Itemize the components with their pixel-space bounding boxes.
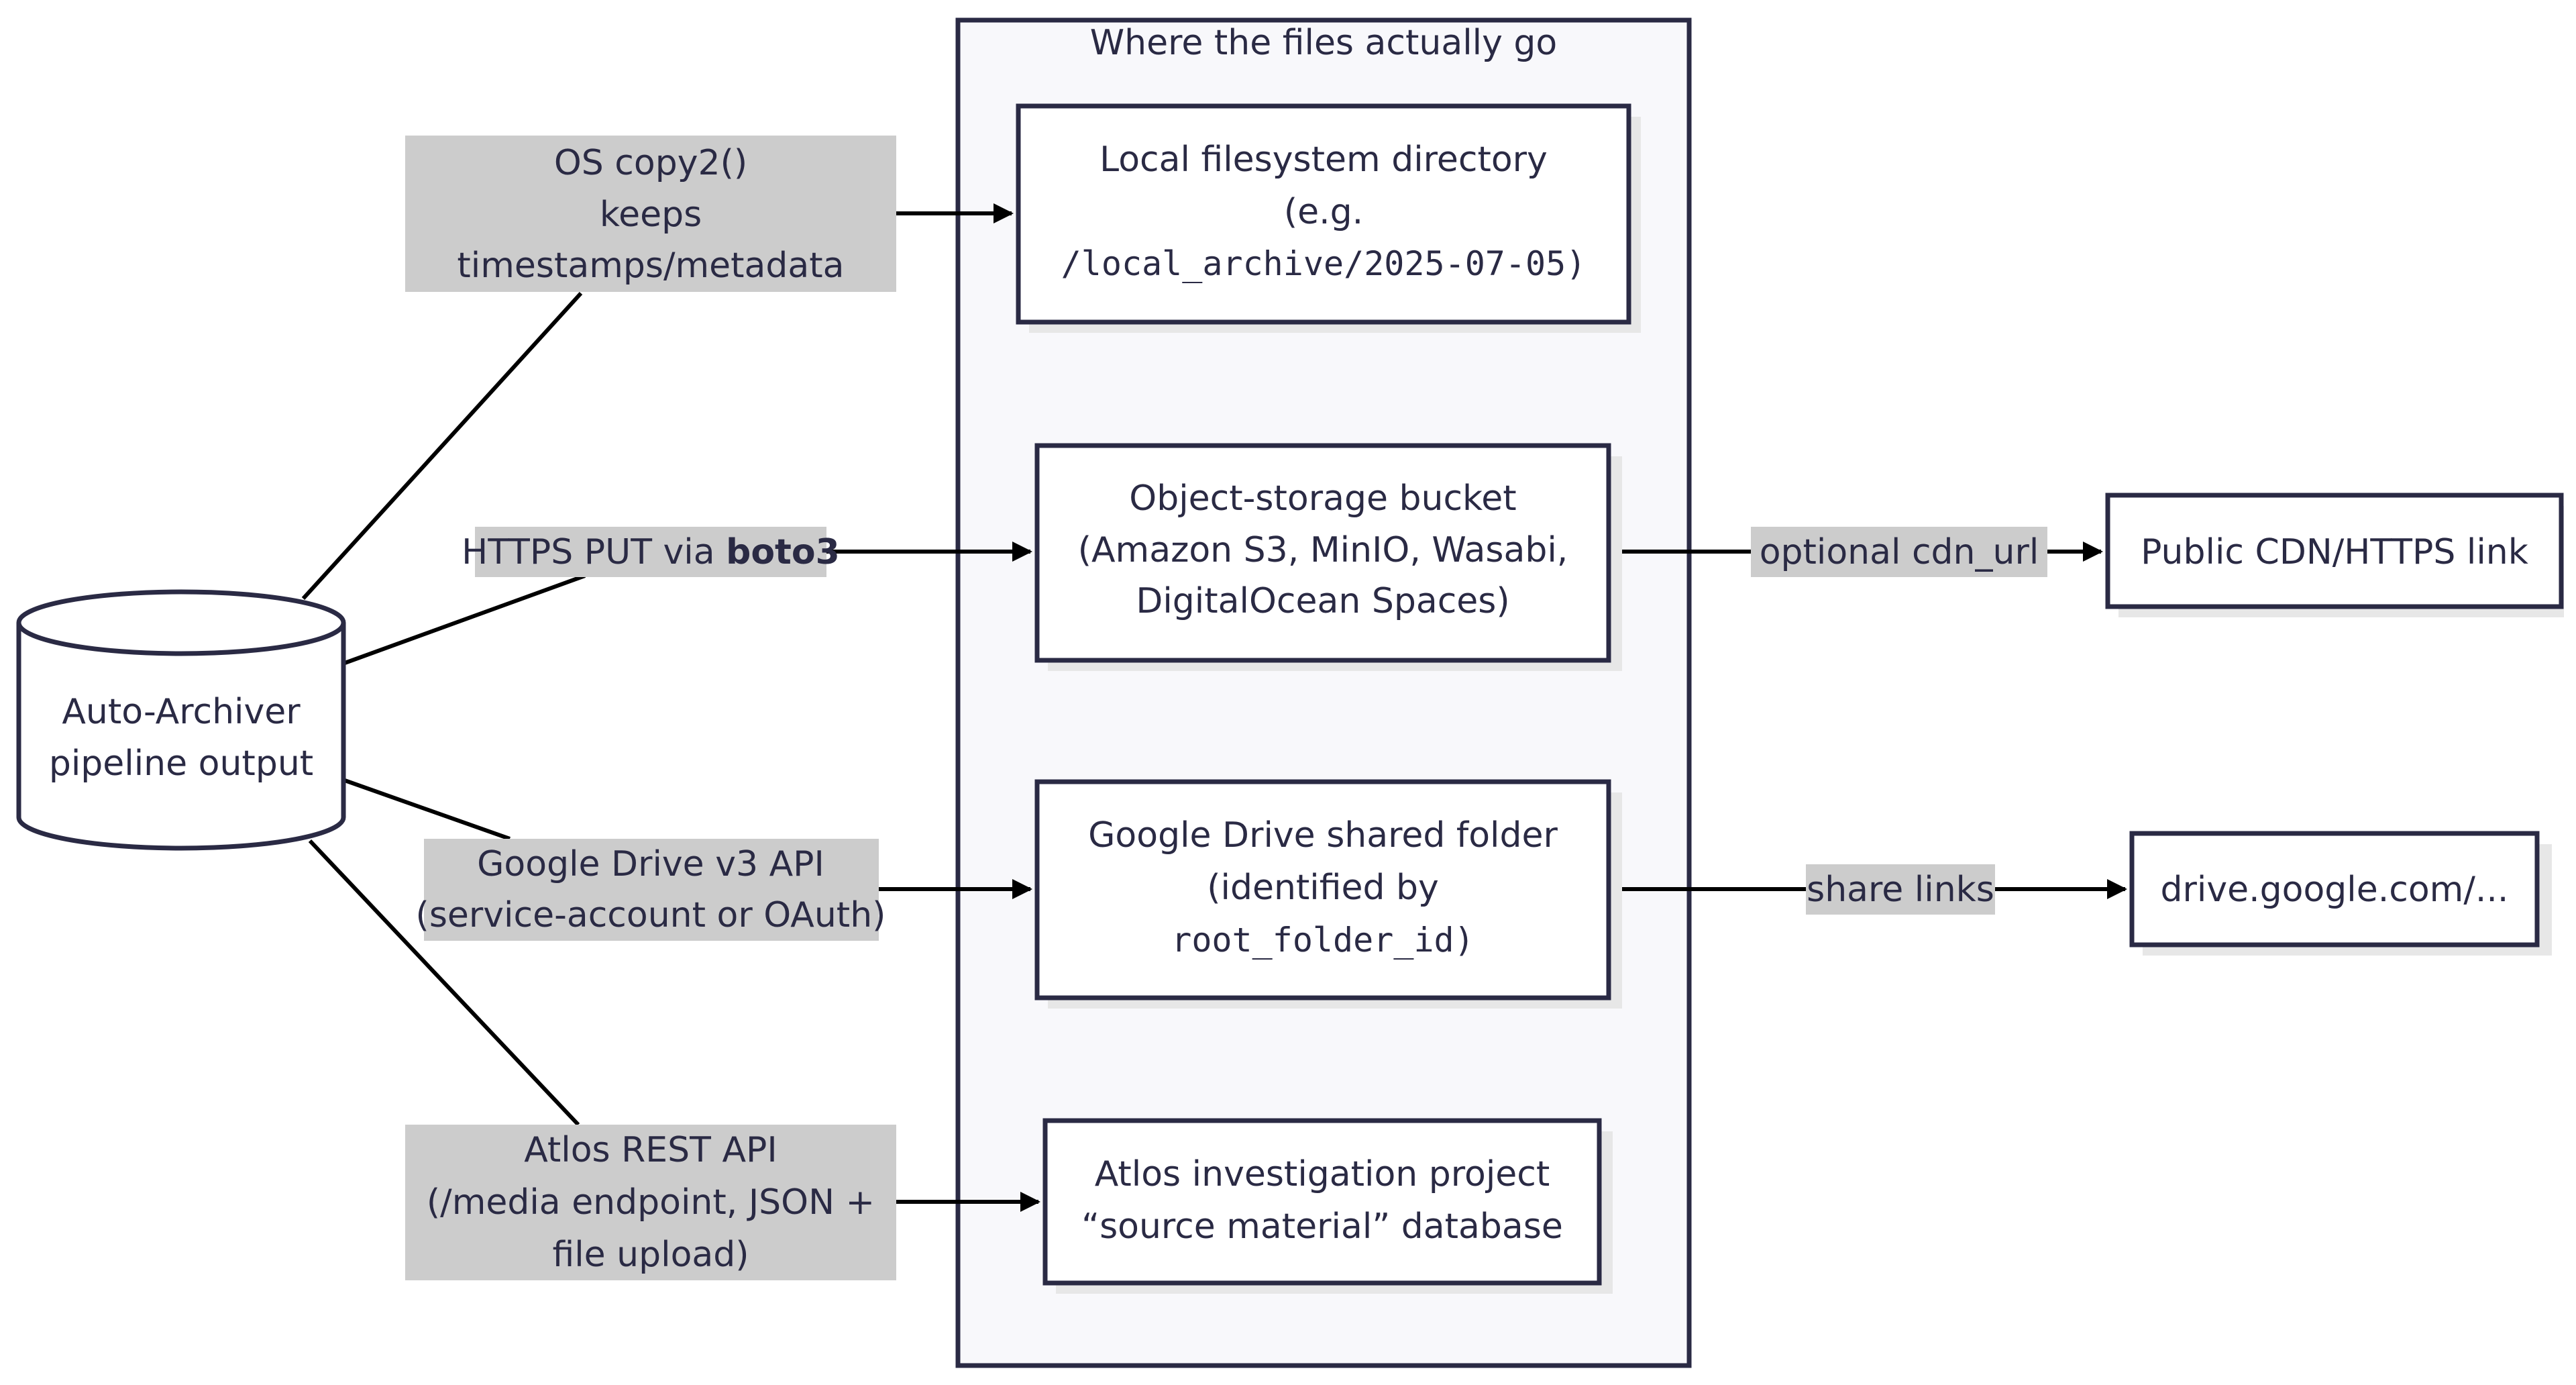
local-line3: /local_archive/2025-07-05) [1061,244,1587,283]
gdrive-api-line2: (service-account or OAuth) [416,895,886,935]
source-line2: pipeline output [49,743,313,784]
node-local-filesystem: Local filesystem directory (e.g. /local_… [1016,103,1641,333]
edge-source-to-gdrive-api [343,778,511,841]
drive-link-label: drive.google.com/... [2161,870,2509,910]
node-drive-link: drive.google.com/... [2129,831,2552,956]
edge-label-share-links: share links [1806,864,1995,915]
atlos-api-line1: Atlos REST API [524,1130,777,1170]
atlos-line2: “source material” database [1081,1207,1563,1247]
atlos-api-line3: file upload) [552,1235,749,1275]
gdrive-line1: Google Drive shared folder [1088,815,1558,856]
gdrive-api-line1: Google Drive v3 API [477,844,824,884]
node-cdn-link: Public CDN/HTTPS link [2105,493,2564,617]
os-copy-line1: OS copy2() [554,143,747,183]
edge-source-to-https-put [343,574,586,665]
s3-line1: Object-storage bucket [1129,478,1516,519]
edge-label-gdrive-api: Google Drive v3 API (service-account or … [416,839,886,941]
svg-text:HTTPS PUT via boto3: HTTPS PUT via boto3 [462,532,840,572]
s3-line3: DigitalOcean Spaces) [1136,581,1509,621]
cdn-url-label: optional cdn_url [1760,532,2039,572]
https-put-prefix: HTTPS PUT via [462,532,726,572]
os-copy-line3: timestamps/metadata [457,246,844,286]
atlos-api-line2: (/media endpoint, JSON + [427,1182,875,1223]
edge-source-to-os-copy [301,291,583,601]
node-google-drive: Google Drive shared folder (identified b… [1034,779,1622,1009]
edge-label-cdn-url: optional cdn_url [1751,527,2047,577]
cluster-title: Where the files actually go [1090,23,1558,63]
node-object-storage: Object-storage bucket (Amazon S3, MinIO,… [1034,443,1622,671]
edge-label-atlos-api: Atlos REST API (/media endpoint, JSON + … [405,1125,896,1280]
share-links-label: share links [1807,870,1994,910]
https-put-bold: boto3 [726,532,840,572]
os-copy-line2: keeps [600,195,702,235]
source-cylinder: Auto-Archiver pipeline output [16,589,346,851]
edge-source-to-atlos-api [308,839,580,1127]
atlos-line1: Atlos investigation project [1095,1154,1550,1194]
local-line2: (e.g. [1284,192,1363,232]
gdrive-line2: (identified by [1207,868,1439,908]
node-atlos-project: Atlos investigation project “source mate… [1042,1118,1613,1294]
edge-label-os-copy: OS copy2() keeps timestamps/metadata [405,136,896,292]
edge-label-https-put: HTTPS PUT via boto3 [462,527,840,577]
source-line1: Auto-Archiver [62,692,301,732]
s3-line2: (Amazon S3, MinIO, Wasabi, [1078,530,1568,570]
cdn-link-label: Public CDN/HTTPS link [2141,532,2528,572]
gdrive-line3: root_folder_id) [1171,921,1474,960]
local-line1: Local filesystem directory [1099,140,1548,180]
